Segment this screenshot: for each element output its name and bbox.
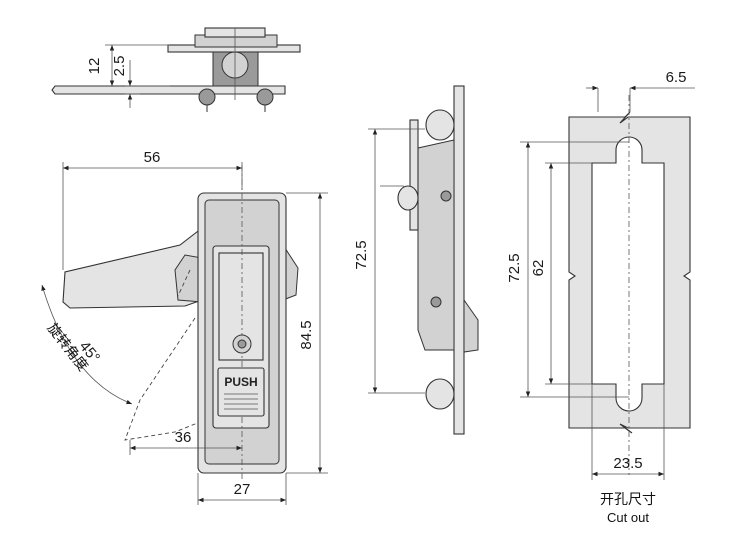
- top-view: 12 2.5: [51, 27, 301, 112]
- push-label: PUSH: [224, 375, 257, 389]
- dim-72-5-side: 72.5: [353, 240, 370, 269]
- dim-27: 27: [234, 481, 251, 498]
- dim-56: 56: [144, 149, 161, 166]
- front-view: PUSH 56 45° 旋转角度 36 84.5 27: [41, 149, 328, 505]
- side-view: 72.5: [353, 85, 479, 435]
- dim-36: 36: [175, 429, 192, 446]
- cutout-caption-en: Cut out: [607, 510, 649, 525]
- dim-62: 62: [530, 260, 547, 277]
- cutout-caption-cn: 开孔尺寸: [600, 492, 656, 508]
- dim-72-5-cutout: 72.5: [506, 253, 523, 282]
- dim-84-5: 84.5: [298, 320, 315, 349]
- dim-12: 12: [86, 58, 103, 75]
- dim-6-5: 6.5: [666, 69, 687, 86]
- dim-2-5: 2.5: [111, 56, 128, 77]
- cutout-view: 6.5 72.5 62 23.5 开孔尺寸 Cut out: [506, 69, 695, 525]
- dim-23-5: 23.5: [613, 455, 642, 472]
